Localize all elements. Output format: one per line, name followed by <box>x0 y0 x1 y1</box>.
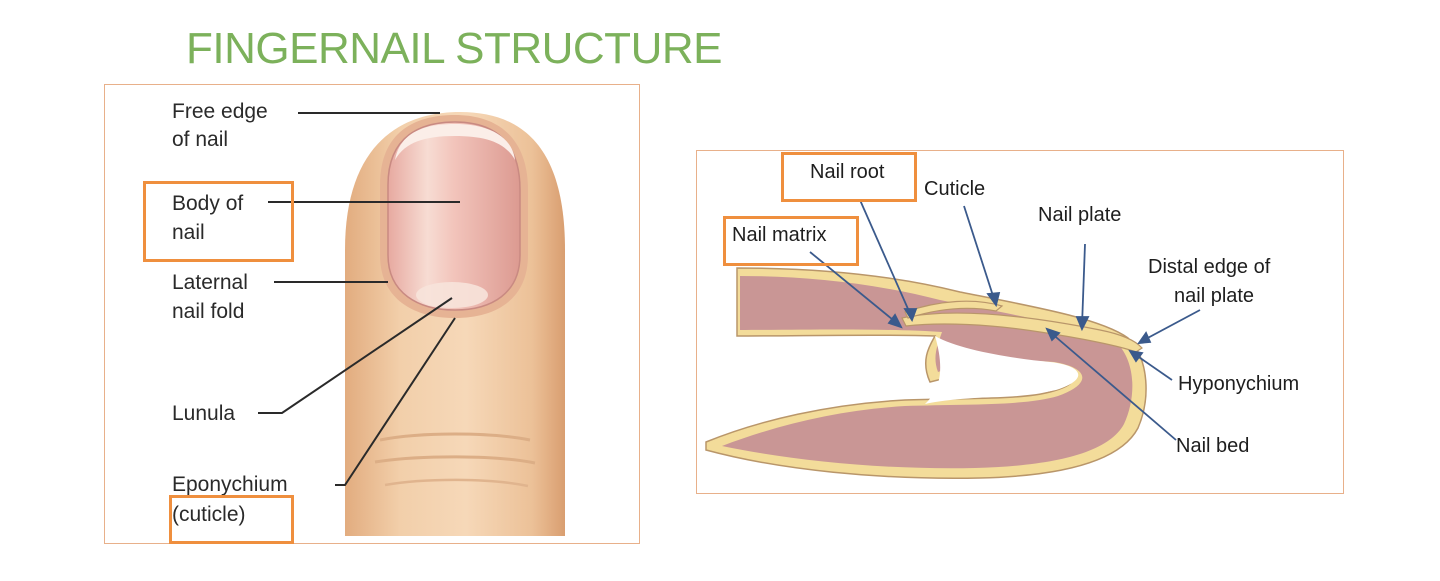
distal-edge-label-line2: nail plate <box>1174 285 1255 307</box>
cross-section-diagram-panel <box>696 150 1344 494</box>
distal-edge-label-line1: Distal edge of <box>1148 256 1271 278</box>
finger-diagram-panel <box>104 84 640 544</box>
eponychium-label-line1: Eponychium <box>172 473 288 496</box>
nail-plate-label: Nail plate <box>1038 204 1122 226</box>
finger-illustration <box>345 112 565 536</box>
page-title: FINGERNAIL STRUCTURE <box>186 24 722 73</box>
nail-matrix-highlight <box>723 216 859 266</box>
left-leader-lines <box>258 112 460 486</box>
lunula-label: Lunula <box>172 402 236 425</box>
nail-bed-label: Nail bed <box>1176 435 1250 457</box>
cuticle-highlight <box>169 495 294 544</box>
free-edge-label-line1: Free edge <box>172 100 268 123</box>
free-edge-label-line2: of nail <box>172 128 229 151</box>
nail-root-label: Nail root <box>810 161 885 183</box>
lateral-nail-fold-label-line2: nail fold <box>172 300 245 323</box>
cross-section-illustration <box>705 267 1147 479</box>
nail-root-highlight <box>781 152 917 202</box>
hyponychium-label: Hyponychium <box>1178 373 1300 395</box>
body-of-nail-label-line1: Body of <box>172 192 244 215</box>
body-of-nail-highlight <box>143 181 294 262</box>
lateral-nail-fold-label-line1: Laternal <box>172 271 248 294</box>
nail-matrix-label: Nail matrix <box>732 224 827 246</box>
body-of-nail-label-line2: nail <box>172 221 205 244</box>
cuticle-label: Cuticle <box>924 178 986 200</box>
eponychium-label-line2: (cuticle) <box>172 503 246 526</box>
